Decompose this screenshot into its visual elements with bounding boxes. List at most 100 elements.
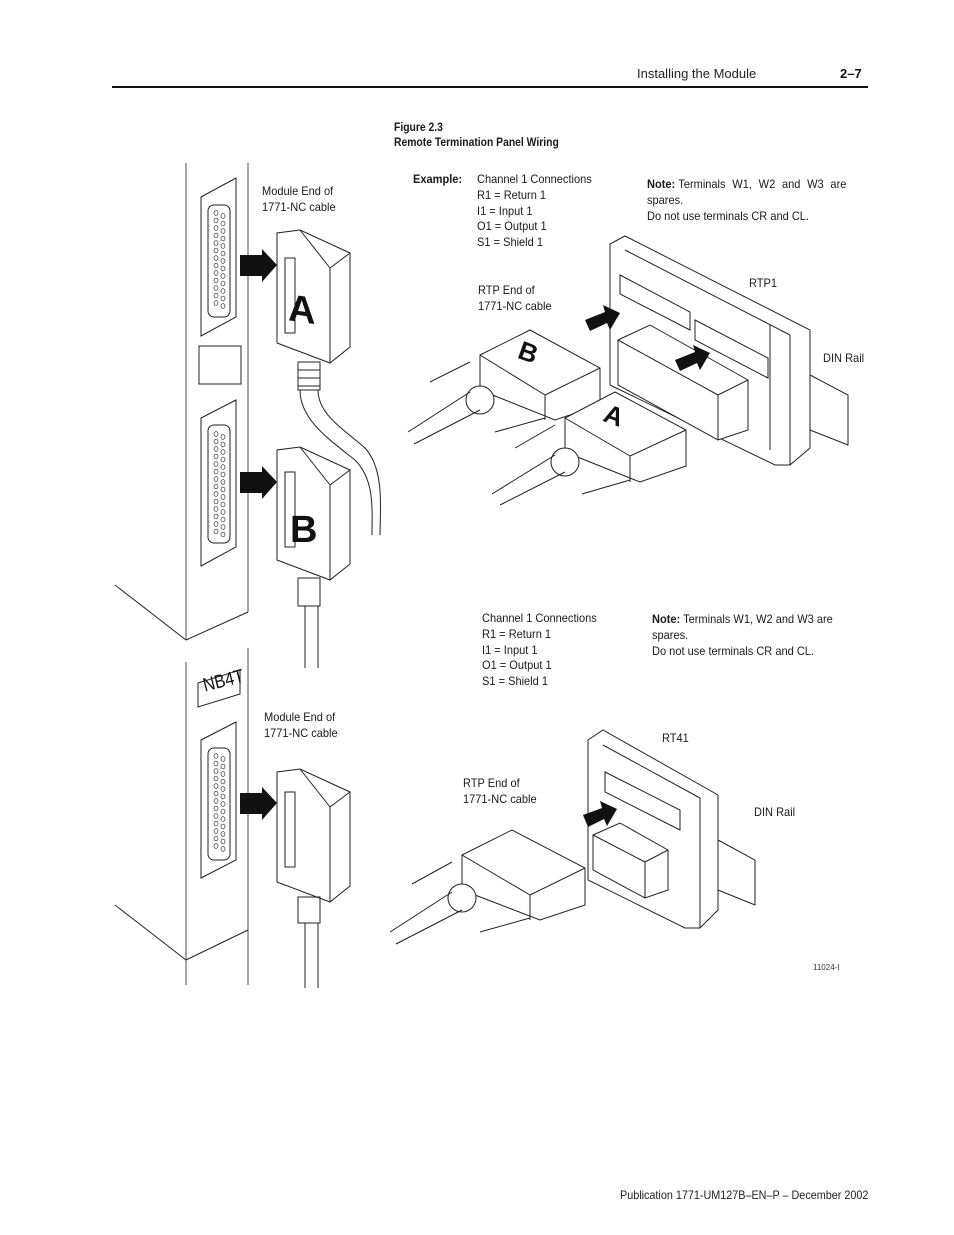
pin: [220, 220, 226, 227]
module-socket-b: [200, 399, 237, 567]
note-label: Note:: [652, 612, 681, 626]
arrow-icon: [675, 345, 710, 371]
pin: [220, 816, 226, 822]
figure-id: 11024-I: [813, 963, 840, 972]
pin: [213, 285, 219, 291]
pin: [220, 273, 226, 279]
connection-item: O1 = Output 1: [477, 219, 547, 234]
pin: [220, 786, 226, 792]
socket-pins: [213, 431, 226, 538]
pin: [220, 524, 226, 530]
pin: [220, 486, 226, 493]
rtp-end-label-top: RTP End of 1771-NC cable: [478, 283, 552, 313]
pin: [220, 846, 226, 852]
rtp1-panel: [609, 235, 849, 466]
pin: [220, 531, 226, 538]
pin: [213, 446, 219, 452]
publication-footer: Publication 1771-UM127B–EN–P – December …: [620, 1188, 869, 1202]
connections-list-top: Channel 1 Connections R1 = Return 1 I1 =…: [477, 172, 592, 251]
pin: [220, 280, 226, 287]
socket-pins: [213, 753, 226, 852]
pin: [213, 300, 219, 306]
pin: [220, 763, 226, 770]
rtp-end-label-bottom: RTP End of 1771-NC cable: [463, 776, 537, 806]
pin: [220, 464, 226, 470]
pin: [213, 790, 219, 797]
pin: [220, 494, 226, 500]
pin: [213, 461, 219, 467]
pin: [213, 521, 219, 527]
pin: [220, 235, 226, 242]
pin: [220, 258, 226, 264]
svg-text:A: A: [288, 286, 315, 333]
pin: [220, 434, 226, 440]
pin: [213, 775, 219, 782]
pin: [213, 468, 219, 475]
pin: [220, 778, 226, 785]
pin: [213, 431, 219, 437]
arrow-icon: [240, 249, 277, 282]
pin: [213, 255, 219, 261]
pin: [213, 491, 219, 497]
pin: [220, 449, 226, 455]
pin: [213, 476, 219, 482]
pin: [213, 483, 219, 490]
pin: [220, 771, 226, 777]
pin: [213, 498, 219, 505]
pin: [220, 509, 226, 515]
module-body-nb4t: [114, 648, 249, 985]
rt41-label: RT41: [662, 731, 689, 745]
pin: [220, 808, 226, 815]
pin: [220, 228, 226, 234]
example-label: Example:: [413, 172, 463, 186]
module-body-upper: [114, 163, 249, 641]
connection-item: Channel 1 Connections: [482, 611, 597, 625]
rtp-cable-connector-single: [389, 829, 586, 945]
connection-item: S1 = Shield 1: [477, 235, 543, 250]
pin: [220, 471, 226, 478]
module-label-blank: [198, 345, 242, 385]
figure-title: Remote Termination Panel Wiring: [394, 137, 559, 149]
pin: [220, 441, 226, 448]
pin: [220, 295, 226, 302]
pin: [213, 506, 219, 512]
pin: [213, 835, 219, 842]
cable-connector-single: [276, 768, 351, 988]
pin: [220, 479, 226, 485]
pin: [213, 798, 219, 804]
pin: [220, 823, 226, 830]
rtp-cable-connector-a: A: [491, 391, 687, 506]
pin: [213, 760, 219, 767]
din-rail-label-top: DIN Rail: [823, 351, 865, 365]
connection-item: Channel 1 Connections: [477, 172, 592, 186]
din-rail-label-bottom: DIN Rail: [754, 805, 796, 819]
pin: [213, 262, 219, 269]
connection-item: S1 = Shield 1: [482, 674, 548, 689]
pin: [213, 768, 219, 774]
pin: [213, 292, 219, 299]
pin: [213, 813, 219, 819]
pin: [220, 288, 226, 294]
arrow-icon: [240, 466, 277, 499]
pin: [213, 805, 219, 812]
pin: [213, 528, 219, 535]
pin: [220, 516, 226, 523]
pin: [213, 753, 219, 759]
pin: [213, 513, 219, 520]
pin: [213, 828, 219, 834]
pin: [220, 756, 226, 762]
pin: [220, 838, 226, 845]
section-title: Installing the Module: [637, 66, 757, 81]
note-bottom: Note: Terminals W1, W2 and W3 are spares…: [652, 612, 833, 658]
pin: [220, 801, 226, 807]
pin: [213, 453, 219, 460]
connection-item: I1 = Input 1: [477, 203, 533, 218]
connections-list-bottom: Channel 1 Connections R1 = Return 1 I1 =…: [482, 611, 597, 690]
cable: [317, 389, 382, 536]
pin: [213, 217, 219, 224]
arrow-icon: [583, 801, 617, 827]
arrow-icon: [585, 305, 620, 331]
pin: [220, 501, 226, 508]
arrow-icon: [240, 787, 277, 820]
